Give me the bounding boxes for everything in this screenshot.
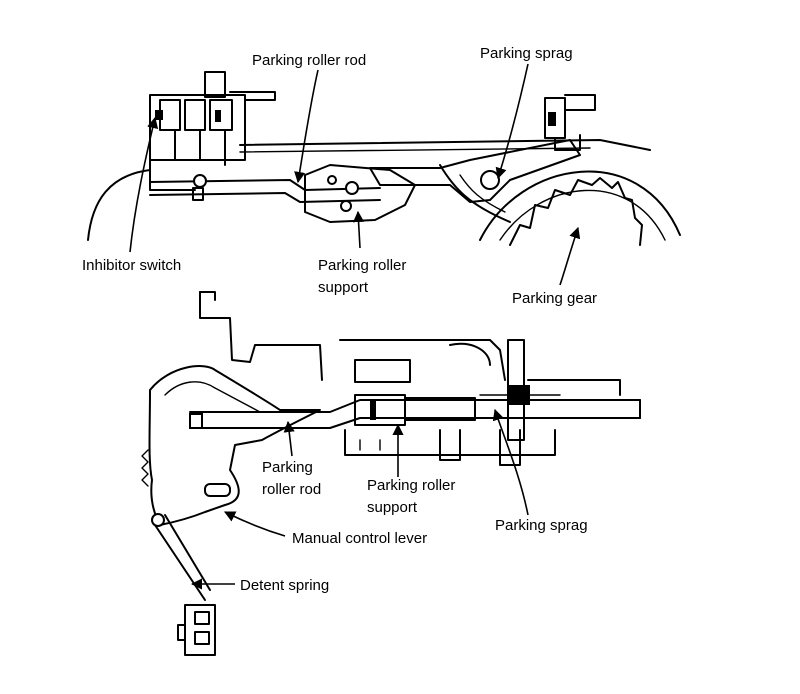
lower-housing-drawing	[339, 339, 556, 466]
label-parking-roller-support-top-1: Parking roller	[318, 257, 406, 274]
top-right-bracket-drawing	[544, 94, 596, 151]
bottom-clip-drawing	[177, 604, 216, 656]
leader-lines	[129, 63, 581, 590]
parking-roller-rod-bottom-drawing	[189, 399, 641, 429]
parking-roller-rod-top-drawing	[149, 174, 381, 203]
detent-spring-drawing	[141, 449, 211, 601]
label-parking-roller-support-bottom-2: support	[367, 499, 418, 516]
parking-sprag-top-drawing	[369, 139, 581, 223]
parking-roller-support-top-drawing	[304, 164, 416, 223]
label-inhibitor-switch: Inhibitor switch	[82, 257, 181, 274]
labels: Parking roller rod Parking sprag Inhibit…	[82, 45, 597, 594]
label-parking-sprag-bottom: Parking sprag	[495, 517, 588, 534]
label-parking-roller-rod-bottom-1: Parking	[262, 459, 313, 476]
label-manual-control-lever: Manual control lever	[292, 530, 427, 547]
label-parking-roller-rod-top: Parking roller rod	[252, 52, 366, 69]
label-detent-spring: Detent spring	[240, 577, 329, 594]
parking-roller-support-bottom-drawing	[354, 394, 476, 426]
parking-sprag-bottom-drawing	[479, 339, 621, 441]
label-parking-gear: Parking gear	[512, 290, 597, 307]
label-parking-roller-support-top-2: support	[318, 279, 369, 296]
bottom-assembly	[141, 291, 641, 656]
label-parking-sprag-top: Parking sprag	[480, 45, 573, 62]
parking-gear-drawing	[479, 170, 681, 246]
label-parking-roller-rod-bottom-2: roller rod	[262, 481, 321, 498]
label-parking-roller-support-bottom-1: Parking roller	[367, 477, 455, 494]
manual-control-lever-drawing	[148, 365, 321, 526]
top-assembly	[87, 71, 681, 246]
